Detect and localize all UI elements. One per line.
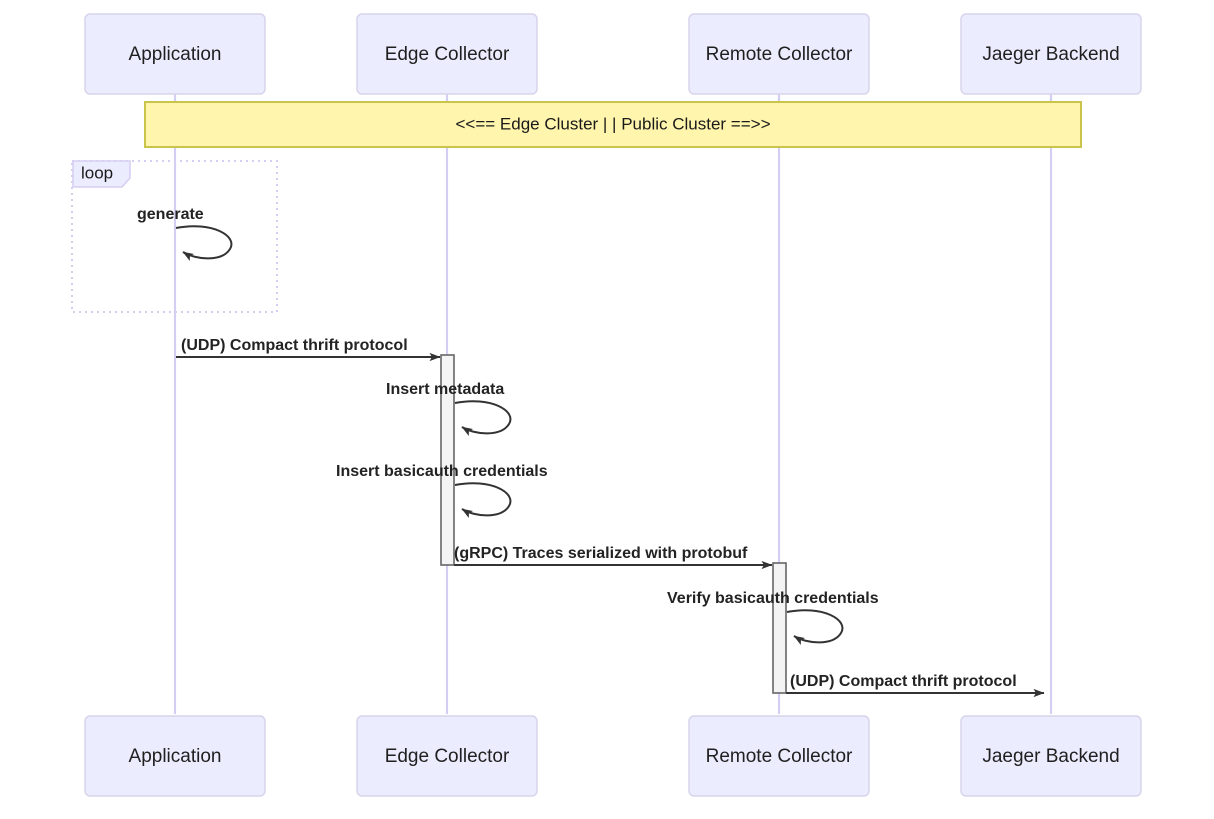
loop-frame [71,160,278,313]
message-label: Insert metadata [386,381,504,398]
activation-remote-collector [772,562,787,694]
participant-edge-collector-bottom[interactable]: Edge Collector [356,715,538,797]
participant-box[interactable] [356,13,538,95]
message-label: Insert basicauth credentials [336,463,548,480]
participant-box[interactable] [84,13,266,95]
self-message-arrow [454,482,512,518]
participant-label: Edge Collector [385,746,510,767]
message-generate: generate [137,206,233,261]
loop-fragment: loop generate [71,160,278,313]
message-grpc-protobuf: (gRPC) Traces serialized with protobuf [454,545,773,570]
participant-box[interactable] [960,13,1142,95]
participant-box[interactable] [688,13,870,95]
message-insert-basicauth: Insert basicauth credentials [336,463,548,518]
message-label: (gRPC) Traces serialized with protobuf [454,545,748,562]
participant-box[interactable] [960,715,1142,797]
self-message-arrow [454,400,512,436]
participant-application-top[interactable]: Application [84,13,266,95]
loop-tag-label: loop [81,163,113,182]
participant-edge-collector-top[interactable]: Edge Collector [356,13,538,95]
participants-top: Application Edge Collector Remote Collec… [84,13,1142,95]
participant-jaeger-backend-bottom[interactable]: Jaeger Backend [960,715,1142,797]
message-udp-thrift-1: (UDP) Compact thrift protocol [176,337,441,362]
participant-label: Edge Collector [385,44,510,65]
activation-bars [440,354,787,694]
self-message-arrow [175,225,233,261]
participant-application-bottom[interactable]: Application [84,715,266,797]
participant-label: Remote Collector [706,44,853,65]
participant-label: Application [129,746,222,767]
message-udp-thrift-2: (UDP) Compact thrift protocol [786,673,1045,698]
participant-remote-collector-bottom[interactable]: Remote Collector [688,715,870,797]
participant-remote-collector-top[interactable]: Remote Collector [688,13,870,95]
note-edge-public-cluster: <<== Edge Cluster | | Public Cluster ==>… [144,101,1082,148]
lifelines-group [173,93,1053,714]
message-verify-basicauth: Verify basicauth credentials [667,590,879,645]
message-label: generate [137,206,204,223]
participants-bottom: Application Edge Collector Remote Collec… [84,715,1142,797]
participant-box[interactable] [84,715,266,797]
participant-box[interactable] [356,715,538,797]
activation-edge-collector [440,354,455,566]
message-label: Verify basicauth credentials [667,590,879,607]
message-insert-metadata: Insert metadata [386,381,512,436]
note-box [144,101,1082,148]
participant-label: Application [129,44,222,65]
participant-label: Remote Collector [706,746,853,767]
participant-label: Jaeger Backend [982,746,1119,767]
participant-label: Jaeger Backend [982,44,1119,65]
participant-jaeger-backend-top[interactable]: Jaeger Backend [960,13,1142,95]
loop-tag-shape [72,160,131,188]
note-label: <<== Edge Cluster | | Public Cluster ==>… [455,114,770,133]
message-label: (UDP) Compact thrift protocol [790,673,1017,690]
self-message-arrow [786,609,844,645]
participant-box[interactable] [688,715,870,797]
message-label: (UDP) Compact thrift protocol [181,337,408,354]
